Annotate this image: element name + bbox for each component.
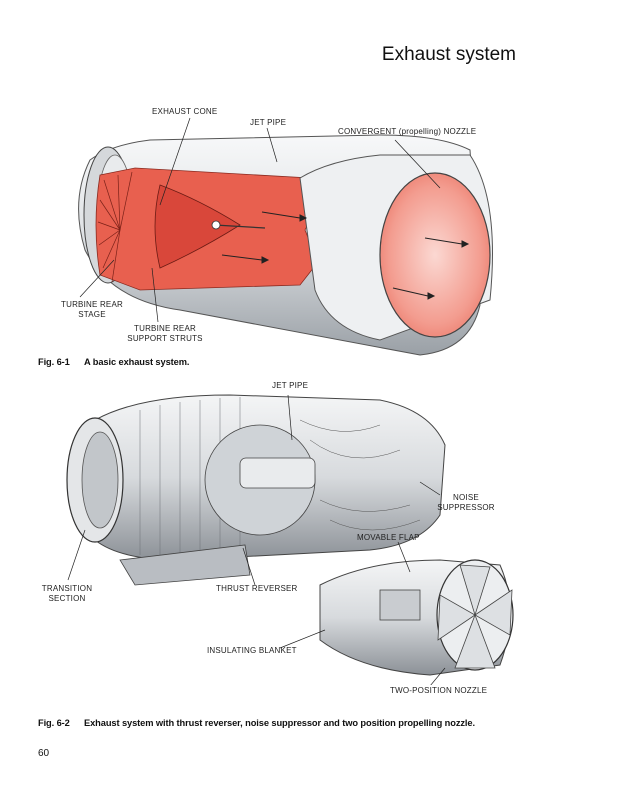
figure-basic-exhaust-system <box>78 117 493 356</box>
label-line: SUPPRESSOR <box>437 503 495 512</box>
label-line: TRANSITION <box>41 584 93 593</box>
figure2-number: Fig. 6-2 <box>38 718 70 728</box>
label-line: TURBINE REAR <box>61 300 123 309</box>
label-line: TURBINE REAR <box>134 324 196 333</box>
figure1-caption: Fig. 6-1 A basic exhaust system. <box>38 357 189 367</box>
label-exhaust-cone: EXHAUST CONE <box>152 107 218 116</box>
label-thrust-reverser: THRUST REVERSER <box>216 584 298 593</box>
label-two-position-nozzle: TWO-POSITION NOZZLE <box>390 686 488 695</box>
label-convergent-nozzle: CONVERGENT (propelling) NOZZLE <box>338 127 477 136</box>
thrust-reverser <box>119 544 251 586</box>
label-line: SECTION <box>48 594 86 603</box>
page-title: Exhaust system <box>381 44 516 65</box>
label-insulating-blanket: INSULATING BLANKET <box>207 646 297 655</box>
exhaust-cone <box>154 184 241 269</box>
label-support-struts: TURBINE REAR SUPPORT STRUTS <box>117 324 213 344</box>
label-transition-section: TRANSITION SECTION <box>28 584 106 604</box>
label-line: STAGE <box>78 310 106 319</box>
nozzle-exit <box>379 172 491 338</box>
label-turbine-rear-stage: TURBINE REAR STAGE <box>53 300 131 320</box>
label-jet-pipe-fig1: JET PIPE <box>250 118 287 127</box>
figure1-caption-text: A basic exhaust system. <box>84 357 190 367</box>
page-number: 60 <box>38 748 50 759</box>
figure2-caption-text: Exhaust system with thrust reverser, noi… <box>84 718 475 728</box>
label-jet-pipe-fig2: JET PIPE <box>272 381 309 390</box>
label-noise-suppressor: NOISE SUPPRESSOR <box>430 493 502 513</box>
label-movable-flap: MOVABLE FLAP <box>357 533 420 542</box>
figure-advanced-exhaust-system <box>66 394 514 685</box>
label-line: NOISE <box>453 493 479 502</box>
figure1-number: Fig. 6-1 <box>38 357 70 367</box>
figure2-caption: Fig. 6-2 Exhaust system with thrust rever… <box>38 718 475 728</box>
label-line: SUPPORT STRUTS <box>127 334 203 343</box>
